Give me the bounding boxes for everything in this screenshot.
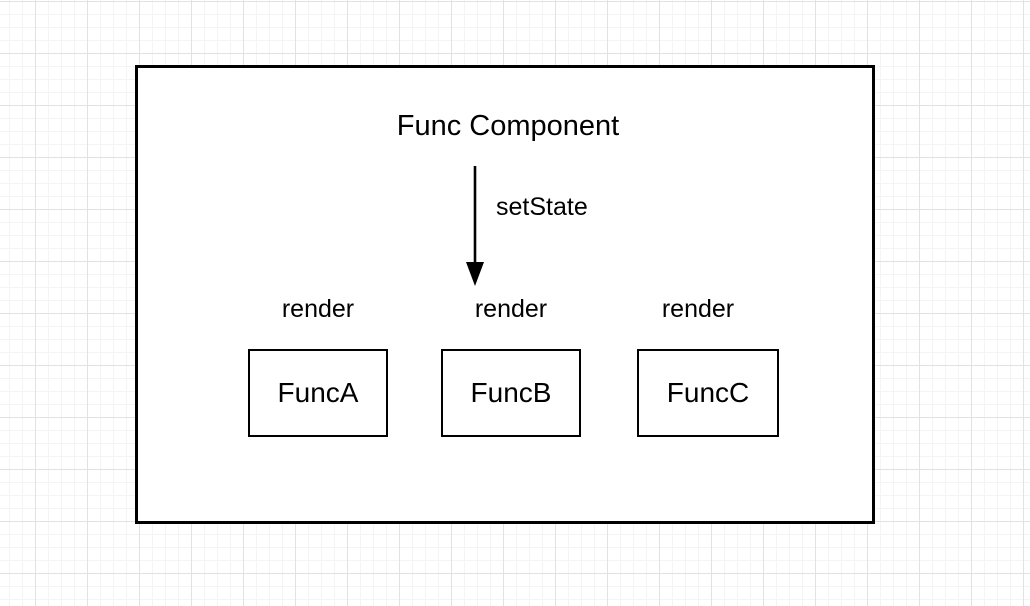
func-node-label-1: FuncB	[470, 377, 552, 408]
render-column-0: render	[243, 294, 393, 324]
func-node-label-0: FuncA	[277, 377, 359, 408]
setstate-edge-label: setState	[496, 193, 588, 221]
render-column-1: render	[436, 294, 586, 324]
func-node-funcc[interactable]: FuncC	[637, 349, 779, 437]
func-node-funca[interactable]: FuncA	[248, 349, 388, 437]
func-node-label-2: FuncC	[666, 377, 750, 408]
render-column-2: render	[623, 294, 773, 324]
render-label-0: render	[281, 295, 355, 323]
func-component-container[interactable]: Func Component setState render render re…	[135, 65, 875, 524]
render-label-1: render	[474, 295, 548, 323]
func-node-funcb[interactable]: FuncB	[441, 349, 581, 437]
render-label-2: render	[661, 295, 735, 323]
arrow-down-icon	[466, 166, 484, 286]
page-title: Func Component	[396, 110, 620, 142]
